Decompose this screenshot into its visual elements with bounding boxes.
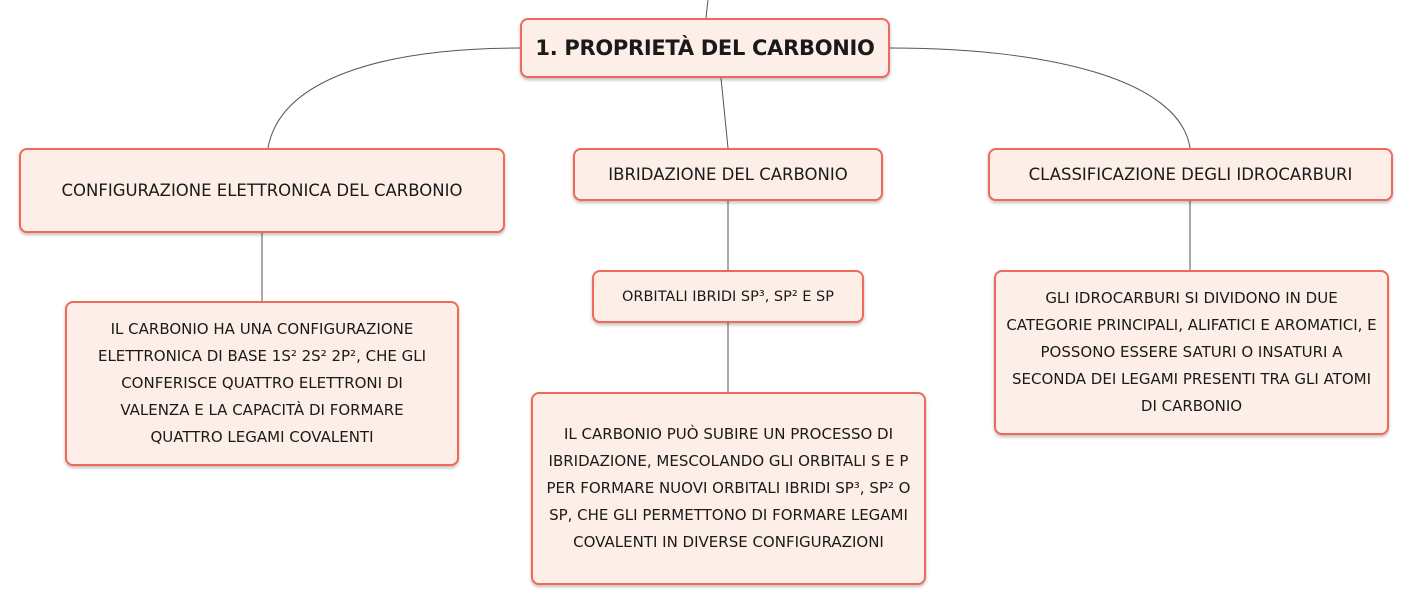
topic-node-electron-configuration[interactable]: CONFIGURAZIONE ELETTRONICA DEL CARBONIO: [19, 148, 505, 233]
topic-label: CONFIGURAZIONE ELETTRONICA DEL CARBONIO: [61, 181, 463, 200]
connector-line-incoming: [705, 0, 709, 19]
topic-label: CLASSIFICAZIONE DEGLI IDROCARBURI: [1028, 165, 1353, 184]
detail-text: IL CARBONIO PUÒ SUBIRE UN PROCESSO DI IB…: [546, 425, 911, 551]
connector-line-root-to-topic-1: [267, 47, 522, 149]
detail-node-hybridization-process[interactable]: IL CARBONIO PUÒ SUBIRE UN PROCESSO DI IB…: [531, 392, 926, 585]
detail-text: ORBITALI IBRIDI SP³, SP² E SP: [621, 288, 835, 305]
detail-text: GLI IDROCARBURI SI DIVIDONO IN DUE CATEG…: [1006, 289, 1377, 415]
root-label: 1. PROPRIETÀ DEL CARBONIO: [535, 36, 875, 60]
root-node[interactable]: 1. PROPRIETÀ DEL CARBONIO: [520, 18, 890, 78]
connector-line-root-to-topic-2: [720, 77, 729, 149]
topic-label: IBRIDAZIONE DEL CARBONIO: [608, 165, 848, 184]
connector-line-root-to-topic-3: [889, 47, 1191, 149]
detail-node-hydrocarbon-classification[interactable]: GLI IDROCARBURI SI DIVIDONO IN DUE CATEG…: [994, 270, 1389, 435]
topic-node-hybridization[interactable]: IBRIDAZIONE DEL CARBONIO: [573, 148, 883, 201]
detail-node-electron-configuration[interactable]: IL CARBONIO HA UNA CONFIGURAZIONE ELETTR…: [65, 301, 459, 466]
detail-text: IL CARBONIO HA UNA CONFIGURAZIONE ELETTR…: [97, 320, 427, 446]
topic-node-hydrocarbon-classification[interactable]: CLASSIFICAZIONE DEGLI IDROCARBURI: [988, 148, 1393, 201]
detail-node-hybrid-orbitals[interactable]: ORBITALI IBRIDI SP³, SP² E SP: [592, 270, 864, 323]
